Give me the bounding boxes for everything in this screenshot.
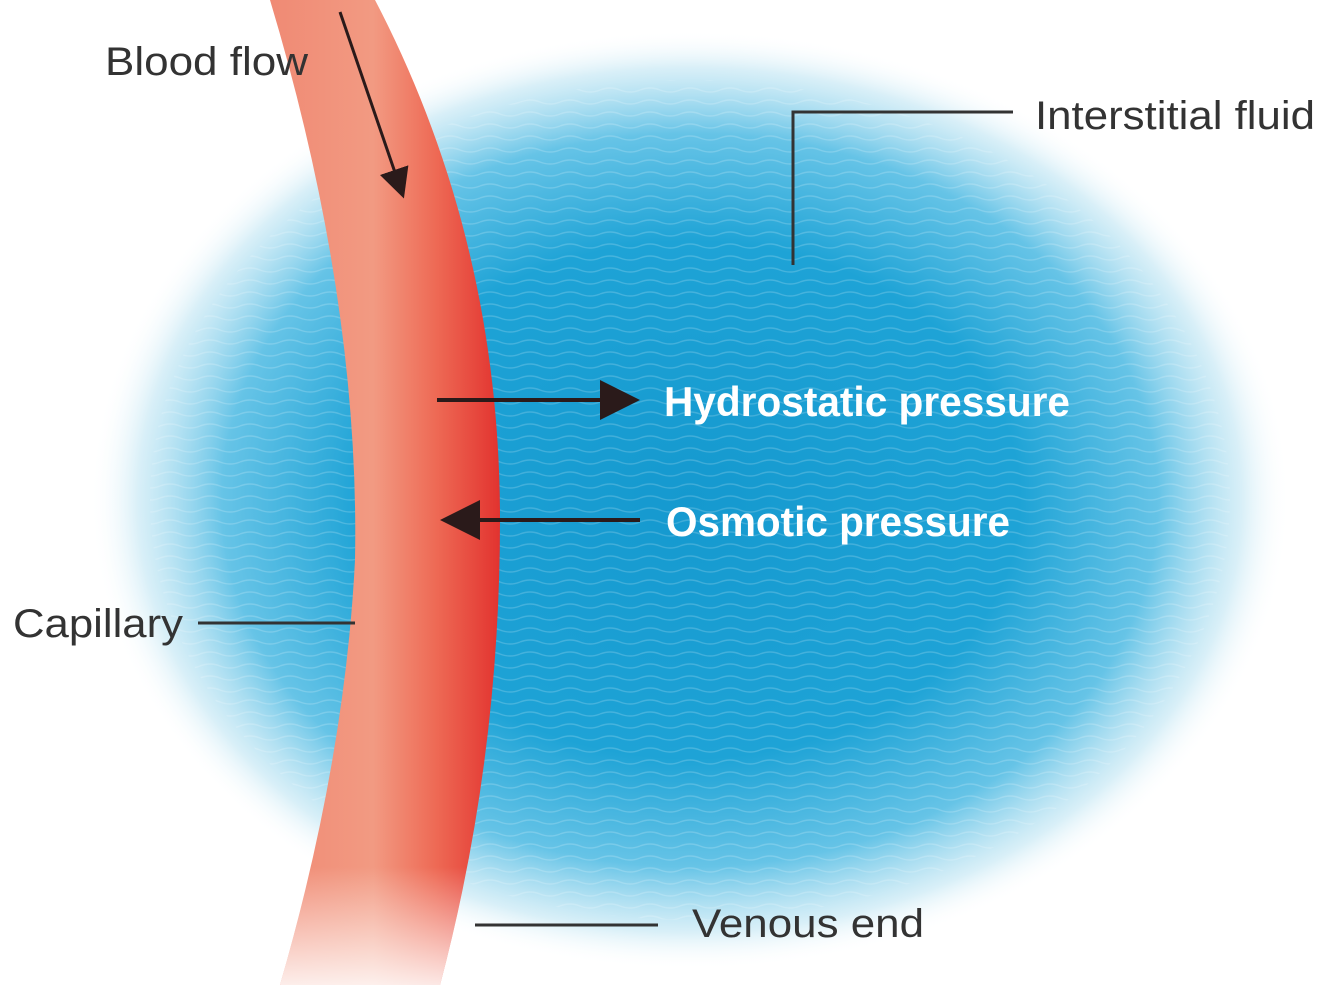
interstitial-fluid-label: Interstitial fluid (1035, 94, 1315, 138)
osmotic-pressure-label: Osmotic pressure (666, 498, 1010, 545)
blood-flow-label: Blood flow (105, 40, 308, 84)
venous-end-label: Venous end (692, 902, 924, 946)
hydrostatic-pressure-label: Hydrostatic pressure (664, 378, 1070, 425)
capillary-label: Capillary (13, 602, 183, 646)
